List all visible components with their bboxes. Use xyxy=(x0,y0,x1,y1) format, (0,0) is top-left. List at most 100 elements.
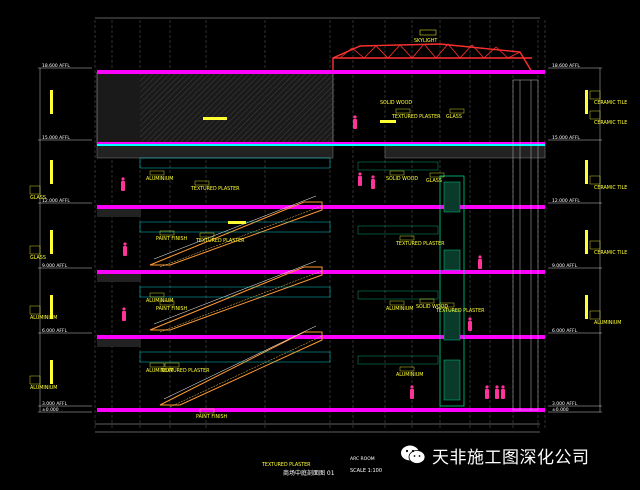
tag-text: TEXTURED PLASTER xyxy=(195,238,245,244)
level-text-right: 18.600 AFFL xyxy=(552,63,580,69)
tag-box xyxy=(389,170,405,176)
level-bar xyxy=(50,295,53,319)
material-tags: ALUMINIUM TEXTURED PLASTER PAINT FINISH TEX… xyxy=(29,90,627,420)
roof-tag-box xyxy=(419,29,437,36)
side-tag-box xyxy=(29,305,41,315)
balustrade xyxy=(139,157,331,169)
side-tag-text: ALUMINIUM xyxy=(30,315,57,321)
tag-text: SOLID WOOD xyxy=(386,176,418,182)
escalator-steps xyxy=(159,205,323,268)
person-body xyxy=(468,321,472,331)
escalator-outline xyxy=(149,201,323,266)
person-body xyxy=(123,246,127,256)
tag-box xyxy=(439,302,455,308)
level-text-left: 15.000 AFFL xyxy=(42,135,70,141)
drawing-title: 商场中庭剖面图 01 xyxy=(283,470,335,477)
level-markers: 18.600 AFFL 18.600 AFFL 15.000 AFFL 15.000 … xyxy=(38,63,602,413)
ceiling-line xyxy=(97,144,545,146)
light-fixtures xyxy=(203,117,396,224)
escalator-steps xyxy=(169,335,323,408)
level-text-left: 18.600 AFFL xyxy=(42,63,70,69)
tag-box xyxy=(149,170,165,176)
escalators xyxy=(149,195,323,408)
balustrade xyxy=(139,286,331,298)
tag-text: ALUMINIUM xyxy=(396,372,423,378)
tag-text: TEXTURED PLASTER xyxy=(395,241,445,247)
tag-box xyxy=(159,230,175,236)
escalator-handrail xyxy=(153,260,317,325)
glass-balustrades xyxy=(139,157,439,365)
tag-box xyxy=(399,366,415,372)
balustrade xyxy=(357,290,439,300)
person-head xyxy=(358,172,362,176)
tag-box xyxy=(399,235,415,241)
tag-text: TEXTURED PLASTER xyxy=(391,114,441,120)
tag-box xyxy=(149,292,165,298)
bottom-mark: ARC ROOM xyxy=(350,456,375,462)
side-tag-box xyxy=(29,245,41,255)
tag-text: PAINT FINISH xyxy=(196,414,228,420)
tag-box xyxy=(429,172,445,178)
person-body xyxy=(410,389,414,399)
floor-slab xyxy=(97,270,545,274)
person-body xyxy=(121,181,125,191)
floor-slab xyxy=(97,70,545,74)
person-head xyxy=(123,242,127,246)
wechat-icon xyxy=(401,445,426,464)
person-body xyxy=(371,179,375,189)
side-tag-text: CERAMIC TILE xyxy=(594,250,627,256)
side-tag-box xyxy=(589,175,601,185)
tag-text: TEXTURED PLASTER xyxy=(160,368,210,374)
escalator-outline xyxy=(149,266,323,331)
person-body xyxy=(485,389,489,399)
bottom-label: TEXTURED PLASTER xyxy=(261,462,311,468)
tag-box xyxy=(164,362,180,368)
tag-box xyxy=(389,300,405,306)
side-tag-text: CERAMIC TILE xyxy=(594,100,627,106)
balustrade xyxy=(139,351,331,363)
side-tag-box xyxy=(29,185,41,195)
side-tag-box xyxy=(29,375,41,385)
balustrade xyxy=(357,161,439,171)
level-text-left: 9.000 AFFL xyxy=(42,263,68,269)
tag-text: PAINT FINISH xyxy=(156,236,188,242)
person-head xyxy=(485,385,489,389)
hatch-zones xyxy=(96,71,546,347)
person-head xyxy=(121,177,125,181)
escalator-outline xyxy=(159,331,323,406)
watermark-text: 天非施工图深化公司 xyxy=(432,447,590,468)
side-tag-text: ALUMINIUM xyxy=(30,385,57,391)
roof-label: SKYLIGHT xyxy=(414,38,437,44)
person-head xyxy=(495,385,499,389)
level-bar xyxy=(50,160,53,184)
tag-box xyxy=(149,362,165,368)
side-tag-text: GLASS xyxy=(30,255,46,261)
level-text-right: ±0.000 xyxy=(552,407,569,413)
roof-truss xyxy=(332,43,533,73)
tag-box xyxy=(194,180,210,186)
floor-slabs xyxy=(97,70,545,412)
escalator-handrail xyxy=(163,325,317,400)
level-bar xyxy=(585,230,588,254)
drawing-scale: SCALE 1:100 xyxy=(350,468,383,474)
person-head xyxy=(501,385,505,389)
tag-text: ALUMINIUM xyxy=(146,176,173,182)
person-head xyxy=(122,307,126,311)
level-bar xyxy=(585,295,588,319)
level-text-right: 6.000 AFFL xyxy=(552,328,578,334)
level-text-right: 15.000 AFFL xyxy=(552,135,580,141)
side-tag-box xyxy=(589,90,601,100)
level-text-right: 3.000 AFFL xyxy=(552,401,578,407)
person-body xyxy=(495,389,499,399)
level-bar xyxy=(50,360,53,384)
tag-text: SOLID WOOD xyxy=(416,304,448,310)
floor-slab xyxy=(97,408,545,412)
right-scaffold xyxy=(512,79,539,411)
watermark: 天非施工图深化公司 xyxy=(400,443,590,468)
tag-box xyxy=(449,108,465,114)
side-tag-box xyxy=(589,110,601,120)
person-head xyxy=(478,255,482,259)
tag-box xyxy=(395,108,411,114)
tag-box xyxy=(199,232,215,238)
elevator-shaft xyxy=(439,175,465,407)
